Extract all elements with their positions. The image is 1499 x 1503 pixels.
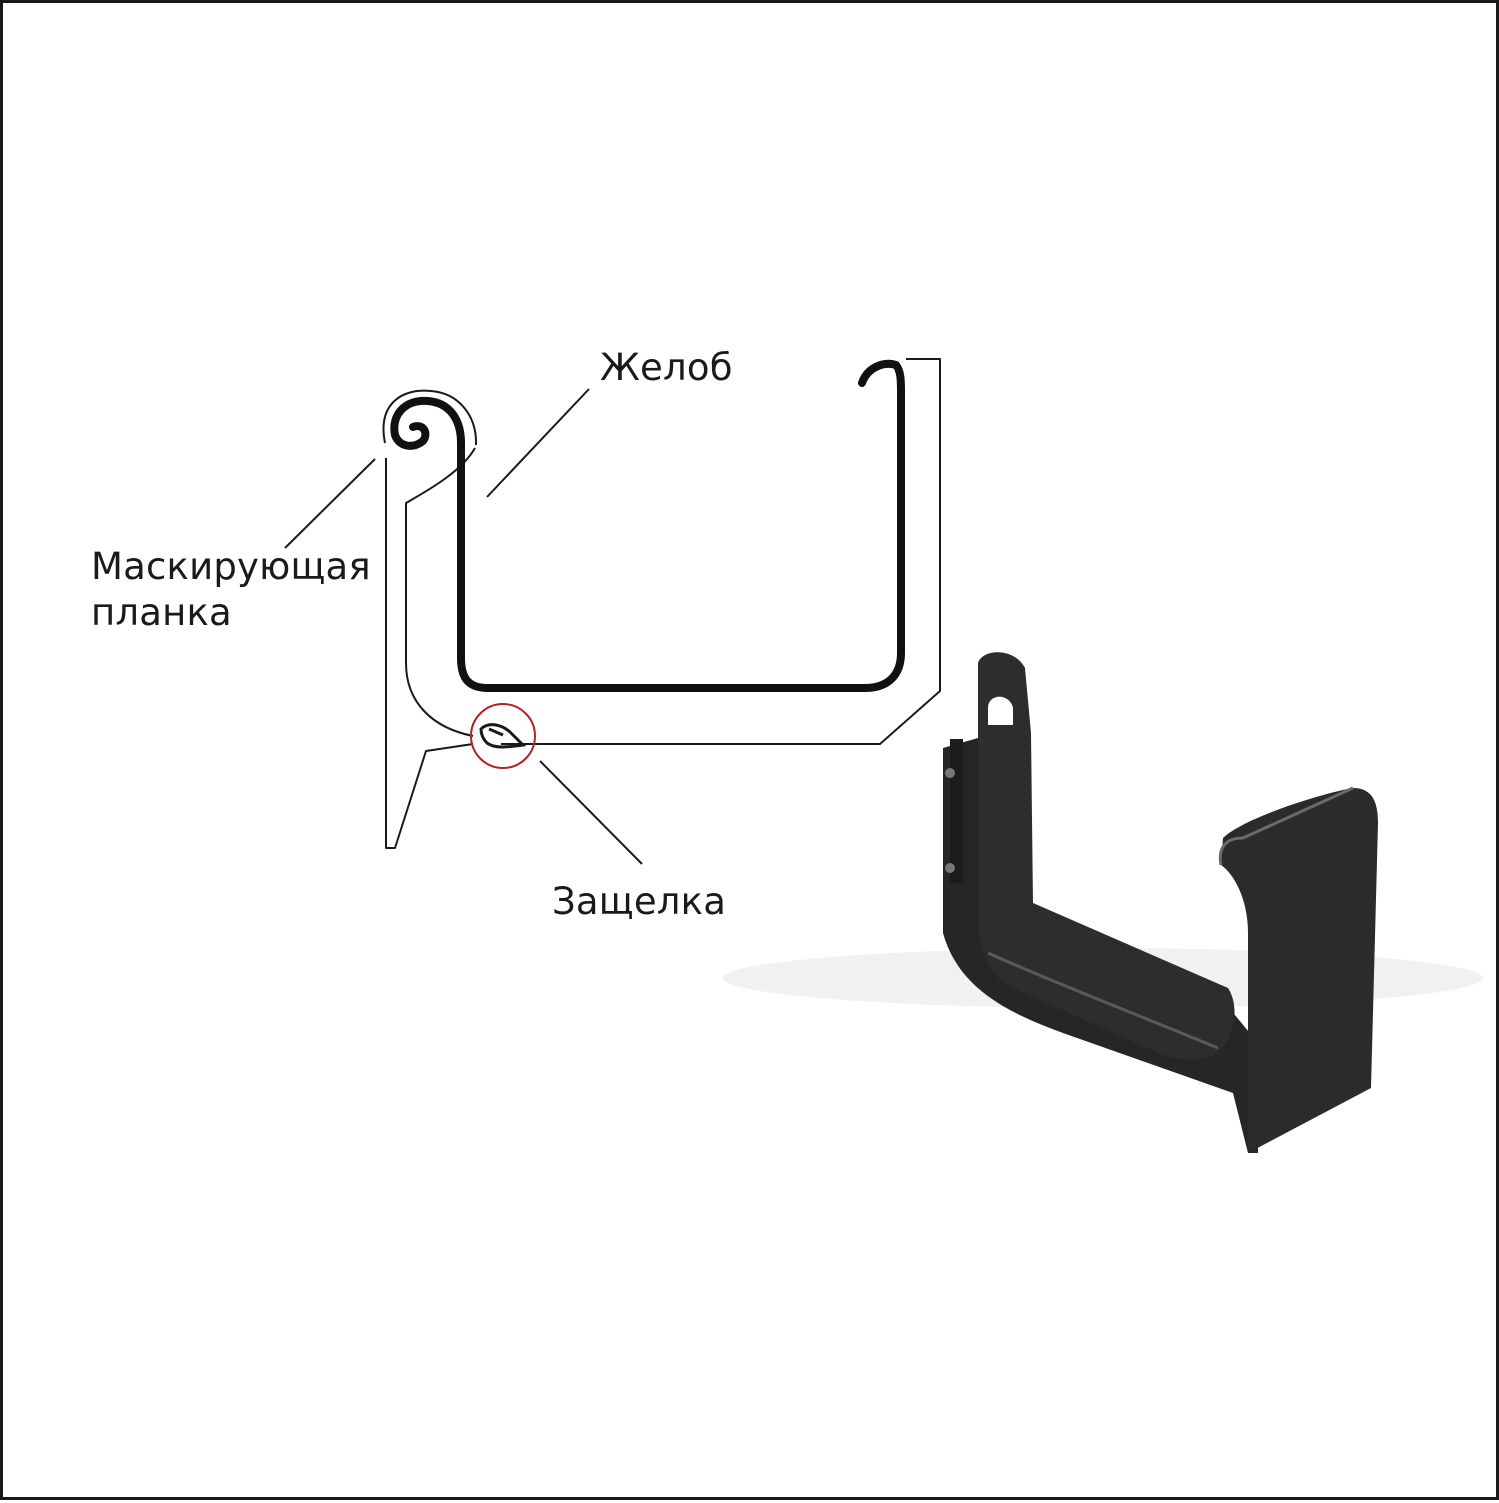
gutter-callout-line (486, 388, 590, 498)
latch-label: Защелка (552, 880, 727, 923)
masking-strip-callout-line (284, 458, 376, 549)
masking-strip-profile (382, 358, 941, 849)
masking-strip-label-line2: планка (91, 591, 232, 634)
latch-callout-line (539, 760, 643, 865)
latch-highlight-circle (470, 703, 536, 769)
diagram-canvas (284, 358, 1483, 1153)
gutter-profile (390, 360, 905, 692)
callout-lines (284, 388, 643, 865)
masking-strip-label-line1: Маскирующая (91, 545, 371, 588)
gutter-label: Желоб (600, 346, 733, 389)
masking-strip-label: Маскирующая планка (91, 544, 371, 636)
latch-detail (470, 703, 536, 769)
product-render (723, 652, 1483, 1153)
